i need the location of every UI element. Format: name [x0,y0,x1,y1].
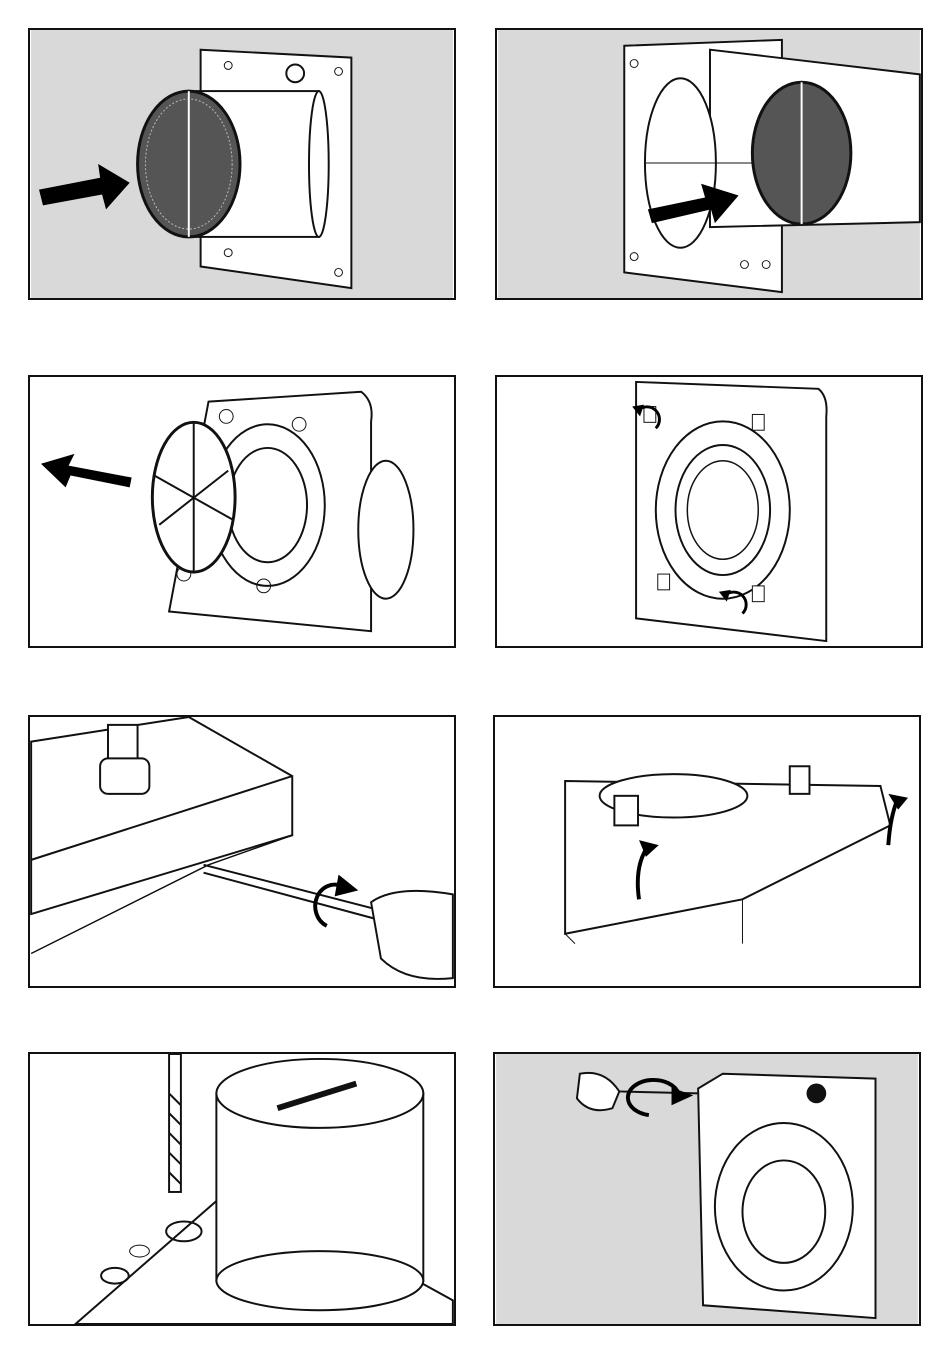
step-panel-5 [28,715,456,988]
drill-bit [169,1054,181,1192]
step-panel-4 [495,375,923,648]
fan-into-duct-illustration [497,30,921,298]
mesh-grille [138,91,240,237]
screw-body-to-wall-illustration [495,1054,919,1324]
lift-cover-illustration [495,717,919,986]
mesh-grille [752,82,851,224]
screwdriver-pry-illustration [30,717,454,986]
drill-holes-illustration [30,1054,454,1324]
fan-cover [636,382,827,641]
fan-body-cylinder [216,1059,423,1310]
front-grille [152,422,235,572]
step-panel-8 [493,1052,921,1326]
remove-grille-illustration [30,377,454,646]
step-panel-1 [28,28,456,300]
fan-housing [698,1074,875,1318]
step-panel-7 [28,1052,456,1326]
insert-fan-into-wall-illustration [30,30,454,298]
step-panel-3 [28,375,456,648]
step-panel-2 [495,28,923,300]
step-panel-6 [493,715,921,988]
unscrew-cover-illustration [497,377,921,646]
